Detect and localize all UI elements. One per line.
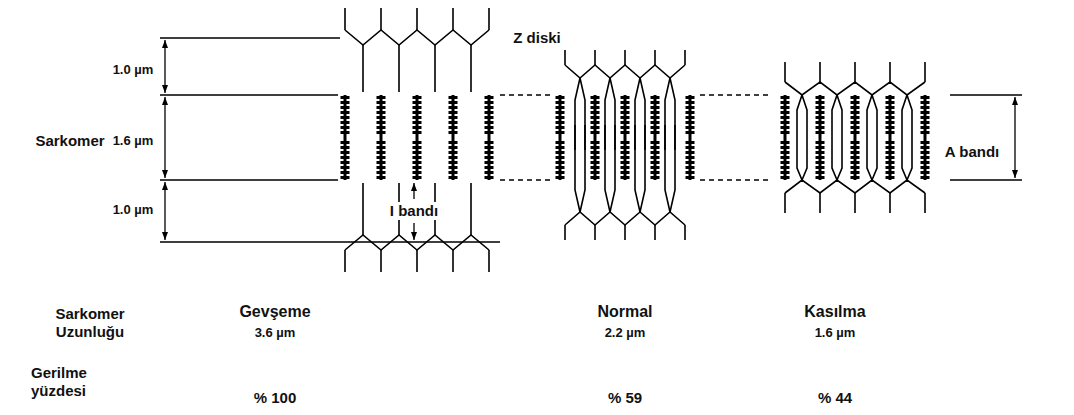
text-label: 1.6 µm — [111, 133, 156, 149]
relaxed-thick-filaments — [345, 95, 489, 180]
text-label: A bandı — [943, 143, 1001, 161]
a-band-bracket — [950, 95, 1022, 180]
text-label: Sarkomer Uzunluğu — [33, 305, 147, 341]
text-label: % 44 — [816, 389, 854, 407]
text-label: Sarkomer — [33, 132, 106, 150]
text-label: 1.0 µm — [111, 202, 156, 218]
text-label: % 59 — [606, 389, 644, 407]
text-label: Z diski — [511, 29, 563, 47]
text-label: 1.6 µm — [813, 325, 858, 341]
contracted-thick-filaments — [785, 95, 925, 180]
text-label: I bandı — [388, 202, 440, 220]
text-label: % 100 — [252, 389, 299, 407]
contracted-sarcomere — [785, 62, 925, 213]
normal-sarcomere — [565, 50, 685, 240]
text-label: Gerilme yüzdesi — [29, 364, 115, 400]
relaxed-sarcomere — [345, 8, 489, 272]
text-label: 1.0 µm — [111, 62, 156, 78]
dimension-lines — [160, 38, 500, 242]
text-label: 2.2 µm — [603, 325, 648, 341]
text-label: Kasılma — [802, 302, 867, 321]
band-guide-lines — [500, 95, 772, 180]
normal-thick-filaments — [560, 95, 690, 180]
text-label: Normal — [595, 302, 654, 321]
text-label: 3.6 µm — [253, 325, 298, 341]
text-label: Gevşeme — [237, 302, 312, 321]
